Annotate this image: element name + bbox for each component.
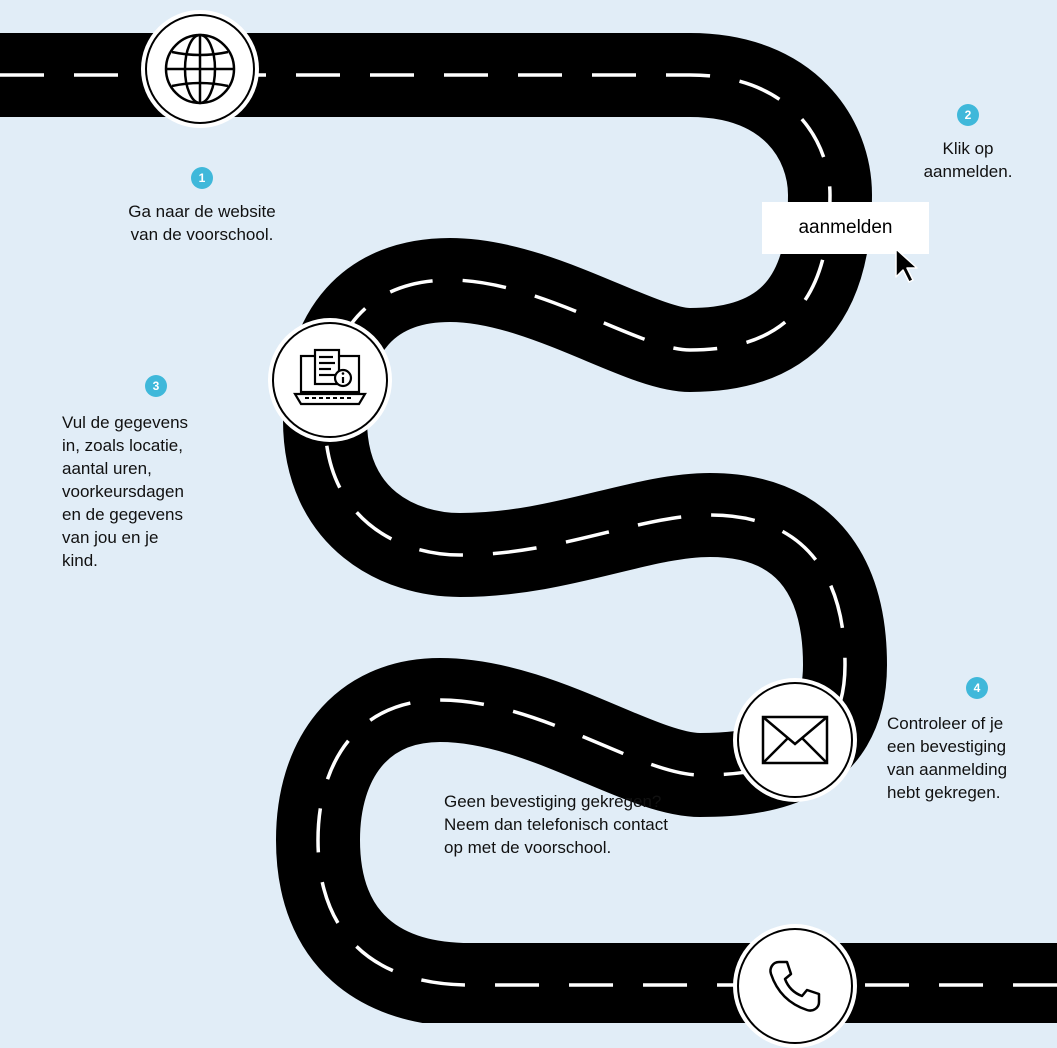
- globe-icon: [164, 33, 236, 105]
- step-3-badge: 3: [145, 375, 167, 397]
- step-2-badge: 2: [957, 104, 979, 126]
- no-confirmation-note: Geen bevestiging gekregen? Neem dan tele…: [444, 790, 744, 859]
- step-3-line-5: en de gegevens: [62, 505, 183, 524]
- laptop-form-icon: [293, 348, 367, 406]
- step-4-line-2: een bevestiging: [887, 737, 1007, 756]
- step-1-line-2: van de voorschool.: [130, 225, 274, 244]
- road: [0, 33, 1057, 1023]
- cursor-icon: [895, 248, 918, 283]
- step-4-line-3: van aanmelding: [887, 760, 1008, 779]
- step-3-line-1: Vul de gegevens: [62, 413, 189, 432]
- road-map-diagram: 1 Ga naar de website van de voorschool. …: [0, 10, 1057, 1048]
- step-2-text: Klik op aanmelden.: [898, 137, 1038, 183]
- step-3-line-4: voorkeursdagen: [62, 482, 184, 501]
- step-1-line-1: Ga naar de website: [128, 202, 276, 221]
- step-4-line-1: Controleer of je: [887, 714, 1004, 733]
- step-4-badge: 4: [966, 677, 988, 699]
- step-1-text: Ga naar de website van de voorschool.: [84, 200, 320, 246]
- step-3-line-3: aantal uren,: [62, 459, 152, 478]
- note-line-1: Geen bevestiging gekregen?: [444, 792, 662, 811]
- step-2-line-2: aanmelden.: [923, 162, 1013, 181]
- aanmelden-button[interactable]: aanmelden: [762, 202, 929, 254]
- phone-icon: [769, 960, 821, 1012]
- globe-icon-circle: [141, 10, 259, 128]
- step-2-line-1: Klik op: [942, 139, 994, 158]
- envelope-icon-circle: [733, 678, 857, 802]
- note-line-3: op met de voorschool.: [444, 838, 612, 857]
- laptop-form-icon-circle: [268, 318, 392, 442]
- step-3-line-2: in, zoals locatie,: [62, 436, 183, 455]
- note-line-2: Neem dan telefonisch contact: [444, 815, 668, 834]
- envelope-icon: [761, 715, 829, 765]
- step-4-line-4: hebt gekregen.: [887, 783, 1001, 802]
- step-3-line-7: kind.: [62, 551, 98, 570]
- step-4-text: Controleer of je een bevestiging van aan…: [887, 712, 1057, 804]
- step-3-text: Vul de gegevens in, zoals locatie, aanta…: [62, 411, 262, 572]
- phone-icon-circle: [733, 924, 857, 1048]
- step-1-badge: 1: [191, 167, 213, 189]
- step-3-line-6: van jou en je: [62, 528, 159, 547]
